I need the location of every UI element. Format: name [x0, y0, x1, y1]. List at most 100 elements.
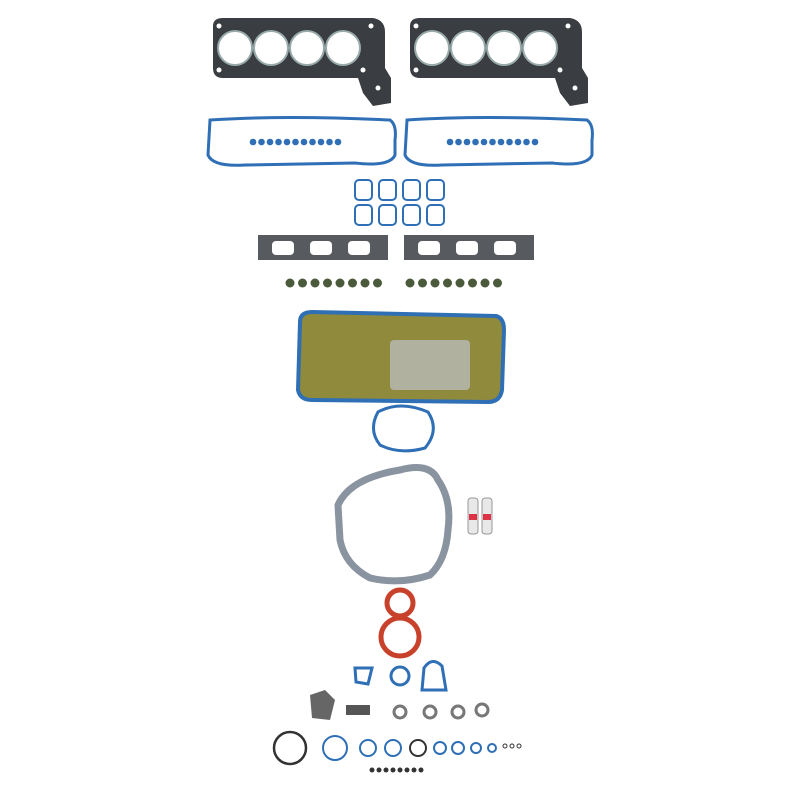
intake-port-gasket: [378, 204, 397, 226]
oil-pickup-gasket: [372, 404, 435, 453]
valve-stem-seal: [405, 278, 415, 288]
o-ring: [470, 742, 482, 754]
valve-stem-seal: [455, 278, 465, 288]
front-crank-seal: [384, 587, 416, 619]
valve-stem-seal: [480, 278, 490, 288]
spark-plug-tube-seal: [506, 138, 513, 146]
spark-plug-tube-seal: [283, 138, 291, 146]
valve-stem-seals: [285, 278, 502, 288]
water-outlet-gasket: [389, 665, 411, 687]
small-flange-gasket: [474, 702, 490, 718]
rear-main-seal: [378, 615, 422, 659]
small-seal: [418, 767, 424, 773]
small-flange-gasket: [422, 704, 438, 720]
spark-plug-tube-seal: [292, 138, 299, 146]
spark-plug-tube-seal: [266, 138, 274, 146]
bolt-hole: [572, 85, 578, 91]
small-flange-gasket: [450, 704, 466, 720]
valve-stem-seal: [335, 278, 345, 288]
timing-cover-outline: [334, 464, 453, 585]
bolt-hole: [368, 23, 374, 29]
cylinder-bore: [522, 30, 558, 66]
valve-stem-seal: [443, 278, 452, 288]
valve-stem-seal: [360, 278, 370, 288]
exhaust-port: [418, 241, 440, 255]
small-seal: [397, 767, 403, 773]
spark-plug-tube-seal: [300, 138, 308, 146]
bolt-hole: [216, 23, 222, 29]
o-ring: [516, 743, 522, 749]
exhaust-manifold-gasket-left: [258, 235, 388, 260]
oil-pan-gasket: [295, 309, 507, 405]
o-ring: [509, 743, 515, 749]
bolt-hole: [375, 85, 381, 91]
gasket-outline: [403, 116, 594, 167]
intake-port-gasket: [402, 179, 421, 201]
cylinder-bore: [325, 30, 361, 66]
valve-cover-gasket-left: [206, 116, 397, 167]
timing-cover-gasket: [334, 464, 453, 585]
valve-stem-seal: [323, 278, 332, 288]
o-ring: [384, 739, 402, 757]
cylinder-head-gasket-left: [213, 18, 391, 106]
o-ring: [502, 743, 508, 749]
spark-plug-tube-seal: [249, 138, 257, 146]
bolt-hole: [413, 67, 419, 73]
o-ring: [272, 730, 308, 766]
valve-stem-seal: [373, 278, 382, 288]
valve-stem-seal: [298, 278, 307, 288]
o-ring: [359, 739, 377, 757]
spark-plug-tube-seal: [334, 138, 342, 146]
small-seal: [383, 767, 389, 773]
o-ring: [409, 739, 427, 757]
valve-stem-seal: [430, 278, 440, 288]
intake-port-gasket: [426, 179, 445, 201]
spark-plug-tube-seal: [309, 138, 316, 146]
valve-stem-seal: [468, 278, 477, 288]
spark-plug-tube-seal: [258, 138, 265, 146]
valve-stem-seal: [285, 278, 295, 288]
bolt-hole: [557, 67, 563, 73]
misc-small-gaskets: [310, 660, 490, 720]
thermostat-gasket: [353, 666, 374, 686]
exhaust-port: [310, 241, 332, 255]
water-pump-gasket: [420, 660, 448, 692]
valve-stem-seal: [418, 278, 427, 288]
bolt-hole: [565, 23, 571, 29]
valve-stem-seal: [493, 278, 502, 288]
exhaust-port: [456, 241, 478, 255]
exhaust-manifold-gasket-right: [404, 235, 534, 260]
intake-port-gasket: [426, 204, 445, 226]
o-ring: [451, 741, 465, 755]
spark-plug-tube-seal: [455, 138, 462, 146]
exhaust-port: [494, 241, 516, 255]
spark-plug-tube-seal: [472, 138, 479, 146]
bolt-hole: [216, 67, 222, 73]
spark-plug-tube-seal: [514, 138, 522, 146]
spark-plug-tube-seal: [317, 138, 325, 146]
sealant-tubes: [467, 497, 493, 535]
intake-port-gasket: [402, 204, 421, 226]
intake-port-gasket: [354, 204, 373, 226]
small-seal: [376, 767, 382, 773]
spark-plug-tube-seal: [489, 138, 496, 146]
cylinder-bore: [414, 30, 450, 66]
spark-plug-tube-seal: [446, 138, 454, 146]
spark-plug-tube-seal: [480, 138, 488, 146]
cylinder-bore: [486, 30, 522, 66]
spark-plug-tube-seal: [523, 138, 530, 146]
bolt-hole: [413, 23, 419, 29]
o-ring: [433, 741, 447, 755]
exhaust-port: [272, 241, 294, 255]
small-seal: [404, 767, 410, 773]
spark-plug-tube-seal: [463, 138, 471, 146]
cylinder-bore: [253, 30, 289, 66]
intake-port-gasket: [354, 179, 373, 201]
exhaust-port: [348, 241, 370, 255]
valve-stem-seal: [310, 278, 320, 288]
small-seal: [390, 767, 396, 773]
intake-port-gaskets: [354, 179, 445, 226]
spark-plug-tube-seal: [531, 138, 539, 146]
